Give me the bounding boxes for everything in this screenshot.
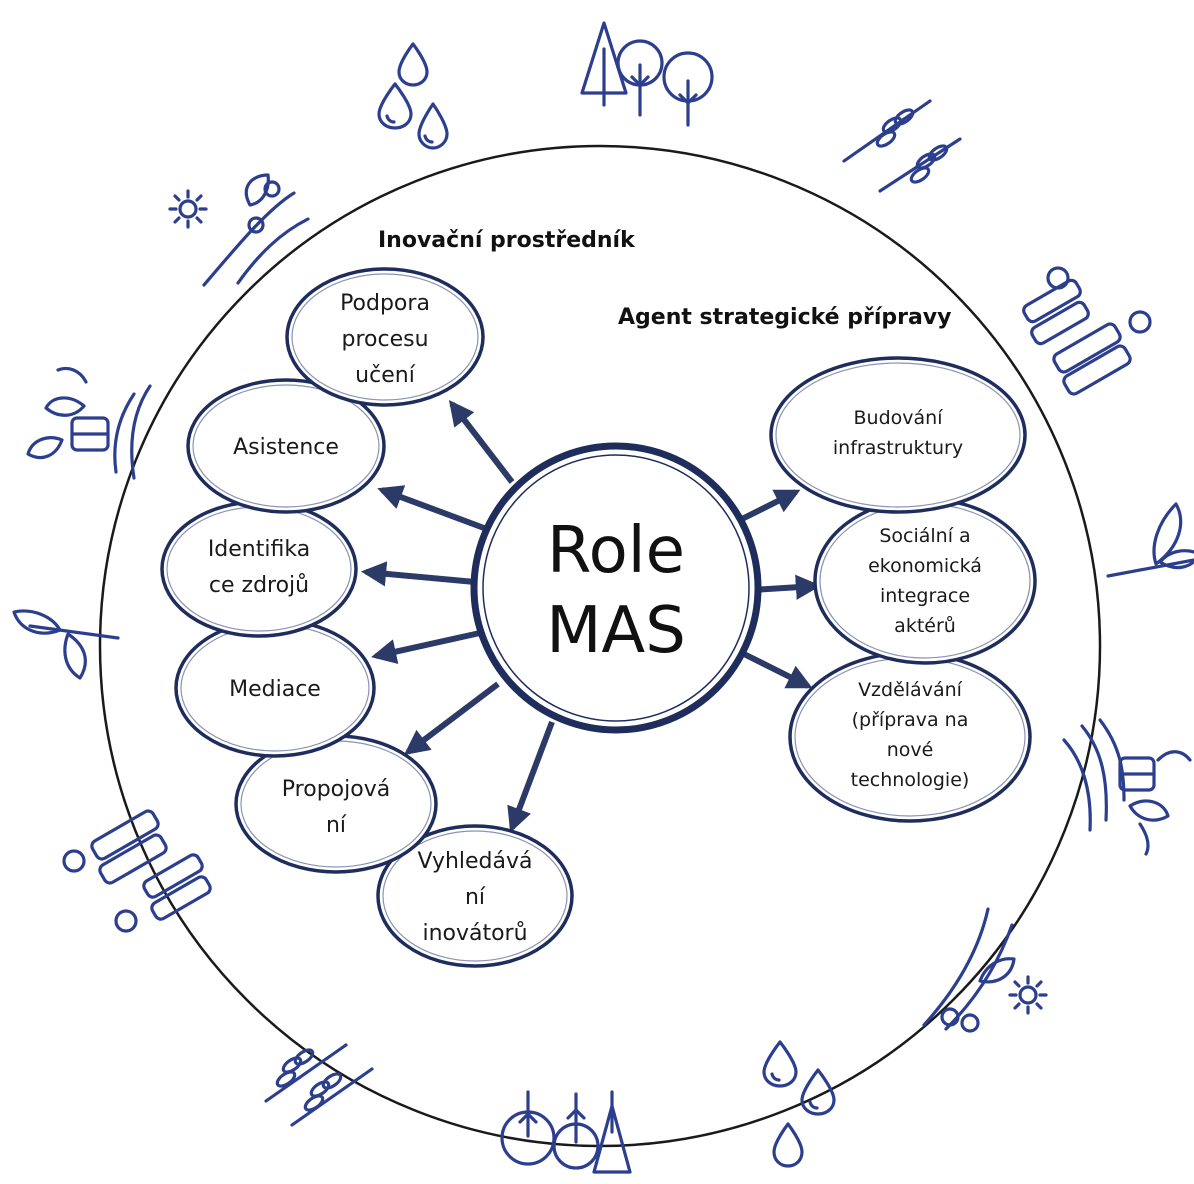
node-label: Vyhledává <box>417 849 532 874</box>
svg-text:Mediace: Mediace <box>229 677 321 702</box>
node-podpora: Podpora procesu učení <box>285 267 485 407</box>
arrows <box>360 400 822 833</box>
wheat-icon <box>264 1043 374 1127</box>
field-plant-icon <box>26 366 152 480</box>
trees-icon <box>500 1090 632 1174</box>
water-drops-icon <box>377 42 449 150</box>
node-label: nové <box>887 739 934 761</box>
people-icon <box>1022 266 1152 396</box>
people-icon <box>62 809 212 933</box>
field-plant-icon <box>1062 718 1192 856</box>
water-drops-icon <box>762 1040 836 1168</box>
node-label: Mediace <box>229 677 321 702</box>
node-socialni: Sociální a ekonomická integrace aktérů <box>813 497 1037 665</box>
heading-left: Inovační prostředník <box>378 228 636 253</box>
wheat-icon <box>842 99 962 193</box>
arrow-to-vyhledavani <box>507 720 555 833</box>
arrow-to-mediace <box>371 630 481 664</box>
node-vyhledavani: Vyhledává ní inovátorů <box>376 824 574 968</box>
node-mediace: Mediace <box>174 618 376 758</box>
node-label: inovátorů <box>422 921 527 946</box>
node-label: ce zdrojů <box>209 573 309 598</box>
node-label: technologie) <box>851 769 970 791</box>
arrow-to-vzdelavani <box>742 651 813 689</box>
node-budovani: Budování infrastruktury <box>769 356 1027 514</box>
node-identifikace: Identifika ce zdrojů <box>160 500 358 638</box>
sprout-icon <box>12 609 120 680</box>
center-label-mas: MAS <box>546 594 686 668</box>
node-label: Identifika <box>208 537 310 562</box>
node-label: procesu <box>341 327 428 352</box>
sprout-icon <box>1106 502 1194 578</box>
node-label: Asistence <box>233 435 339 460</box>
node-label: Podpora <box>340 291 430 316</box>
node-asistence: Asistence <box>186 378 386 514</box>
node-label: ní <box>326 813 347 838</box>
trees-icon <box>580 21 714 127</box>
arrow-to-asistence <box>377 485 486 531</box>
sun-field-icon <box>922 907 1048 1033</box>
arrow-to-podpora <box>448 400 515 484</box>
sun-field-icon <box>168 173 310 287</box>
center-label-role: Role <box>547 514 685 588</box>
node-label: (příprava na <box>852 709 969 731</box>
node-propojovani: Propojová ní <box>234 734 438 874</box>
arrow-to-budovani <box>738 489 801 523</box>
node-label: ní <box>465 885 486 910</box>
node-label: učení <box>355 363 416 388</box>
node-label: aktérů <box>894 615 956 637</box>
node-label: ekonomická <box>868 555 982 577</box>
node-label: Vzdělávání <box>858 679 963 701</box>
arrow-to-propojovani <box>403 681 500 756</box>
arrow-to-identifikace <box>360 561 476 587</box>
node-label: infrastruktury <box>833 437 963 459</box>
svg-text:Asistence: Asistence <box>233 435 339 460</box>
node-label: integrace <box>880 585 970 607</box>
node-vzdelavani: Vzdělávání (příprava na nové technologie) <box>788 651 1032 823</box>
node-label: Budování <box>854 407 944 429</box>
arrow-to-socialni <box>751 574 822 600</box>
node-label: Sociální a <box>879 525 970 547</box>
node-label: Propojová <box>282 777 390 802</box>
heading-right: Agent strategické přípravy <box>618 305 952 330</box>
